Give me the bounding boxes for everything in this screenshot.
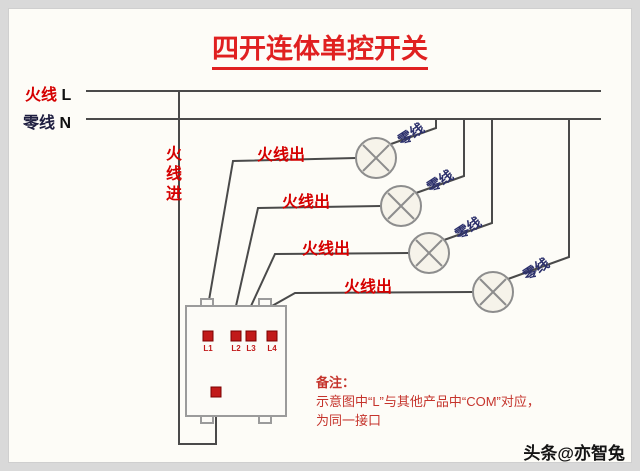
terminal-label-l1: L1 — [203, 344, 213, 353]
neutral-out-wire-1 — [390, 119, 437, 145]
note-heading: 备注： — [316, 375, 356, 390]
live-out-wire-4 — [271, 291, 474, 331]
live-out-label-4: 火线出 — [344, 279, 393, 296]
live-in-label: 火线进 — [163, 145, 180, 205]
switch-box — [185, 298, 287, 424]
live-out-label-1: 火线出 — [257, 147, 306, 164]
note-line-1: 示意图中“L”与其他产品中“COM”对应， — [316, 393, 540, 409]
live-wire-label-cn: 火线 — [25, 87, 58, 104]
note-block: 备注： 示意图中“L”与其他产品中“COM”对应， 为同一接口 — [316, 374, 540, 431]
neutral-out-wire-2 — [415, 119, 465, 194]
live-wire-label: 火线 L — [25, 81, 71, 105]
lamp-symbol-4 — [472, 271, 514, 313]
diagram-page: 四开连体单控开关 火线 L 零线 N 火线进 火线出 火线出 火线出 火线出 零… — [8, 8, 632, 463]
wiring-diagram — [86, 90, 601, 445]
live-out-label-2: 火线出 — [282, 194, 331, 211]
terminal-label-l2: L2 — [231, 344, 241, 353]
neutral-out-wire-3 — [443, 119, 493, 241]
terminal-dot-l3 — [245, 330, 257, 342]
terminal-label-l4: L4 — [267, 344, 277, 353]
live-out-label-3: 火线出 — [302, 241, 351, 258]
terminal-dot-l4 — [266, 330, 278, 342]
terminal-dot-l1 — [202, 330, 214, 342]
watermark-text: 头条@亦智兔 — [523, 444, 625, 463]
lamp-symbol-3 — [408, 232, 450, 274]
note-line-2: 为同一接口 — [316, 412, 382, 428]
lamp-symbol-2 — [380, 185, 422, 227]
diagram-title: 四开连体单控开关 — [212, 27, 428, 70]
lamp-symbol-1 — [355, 137, 397, 179]
terminal-label-l3: L3 — [246, 344, 256, 353]
terminal-dot-com — [210, 386, 222, 398]
terminal-dot-l2 — [230, 330, 242, 342]
live-wire-label-letter: L — [61, 87, 72, 104]
neutral-wire-label-letter: N — [59, 115, 72, 132]
neutral-wire-label: 零线 N — [23, 109, 71, 133]
neutral-wire-label-cn: 零线 — [23, 115, 56, 132]
live-in-wire — [178, 91, 217, 445]
neutral-out-wire-4 — [507, 119, 570, 280]
